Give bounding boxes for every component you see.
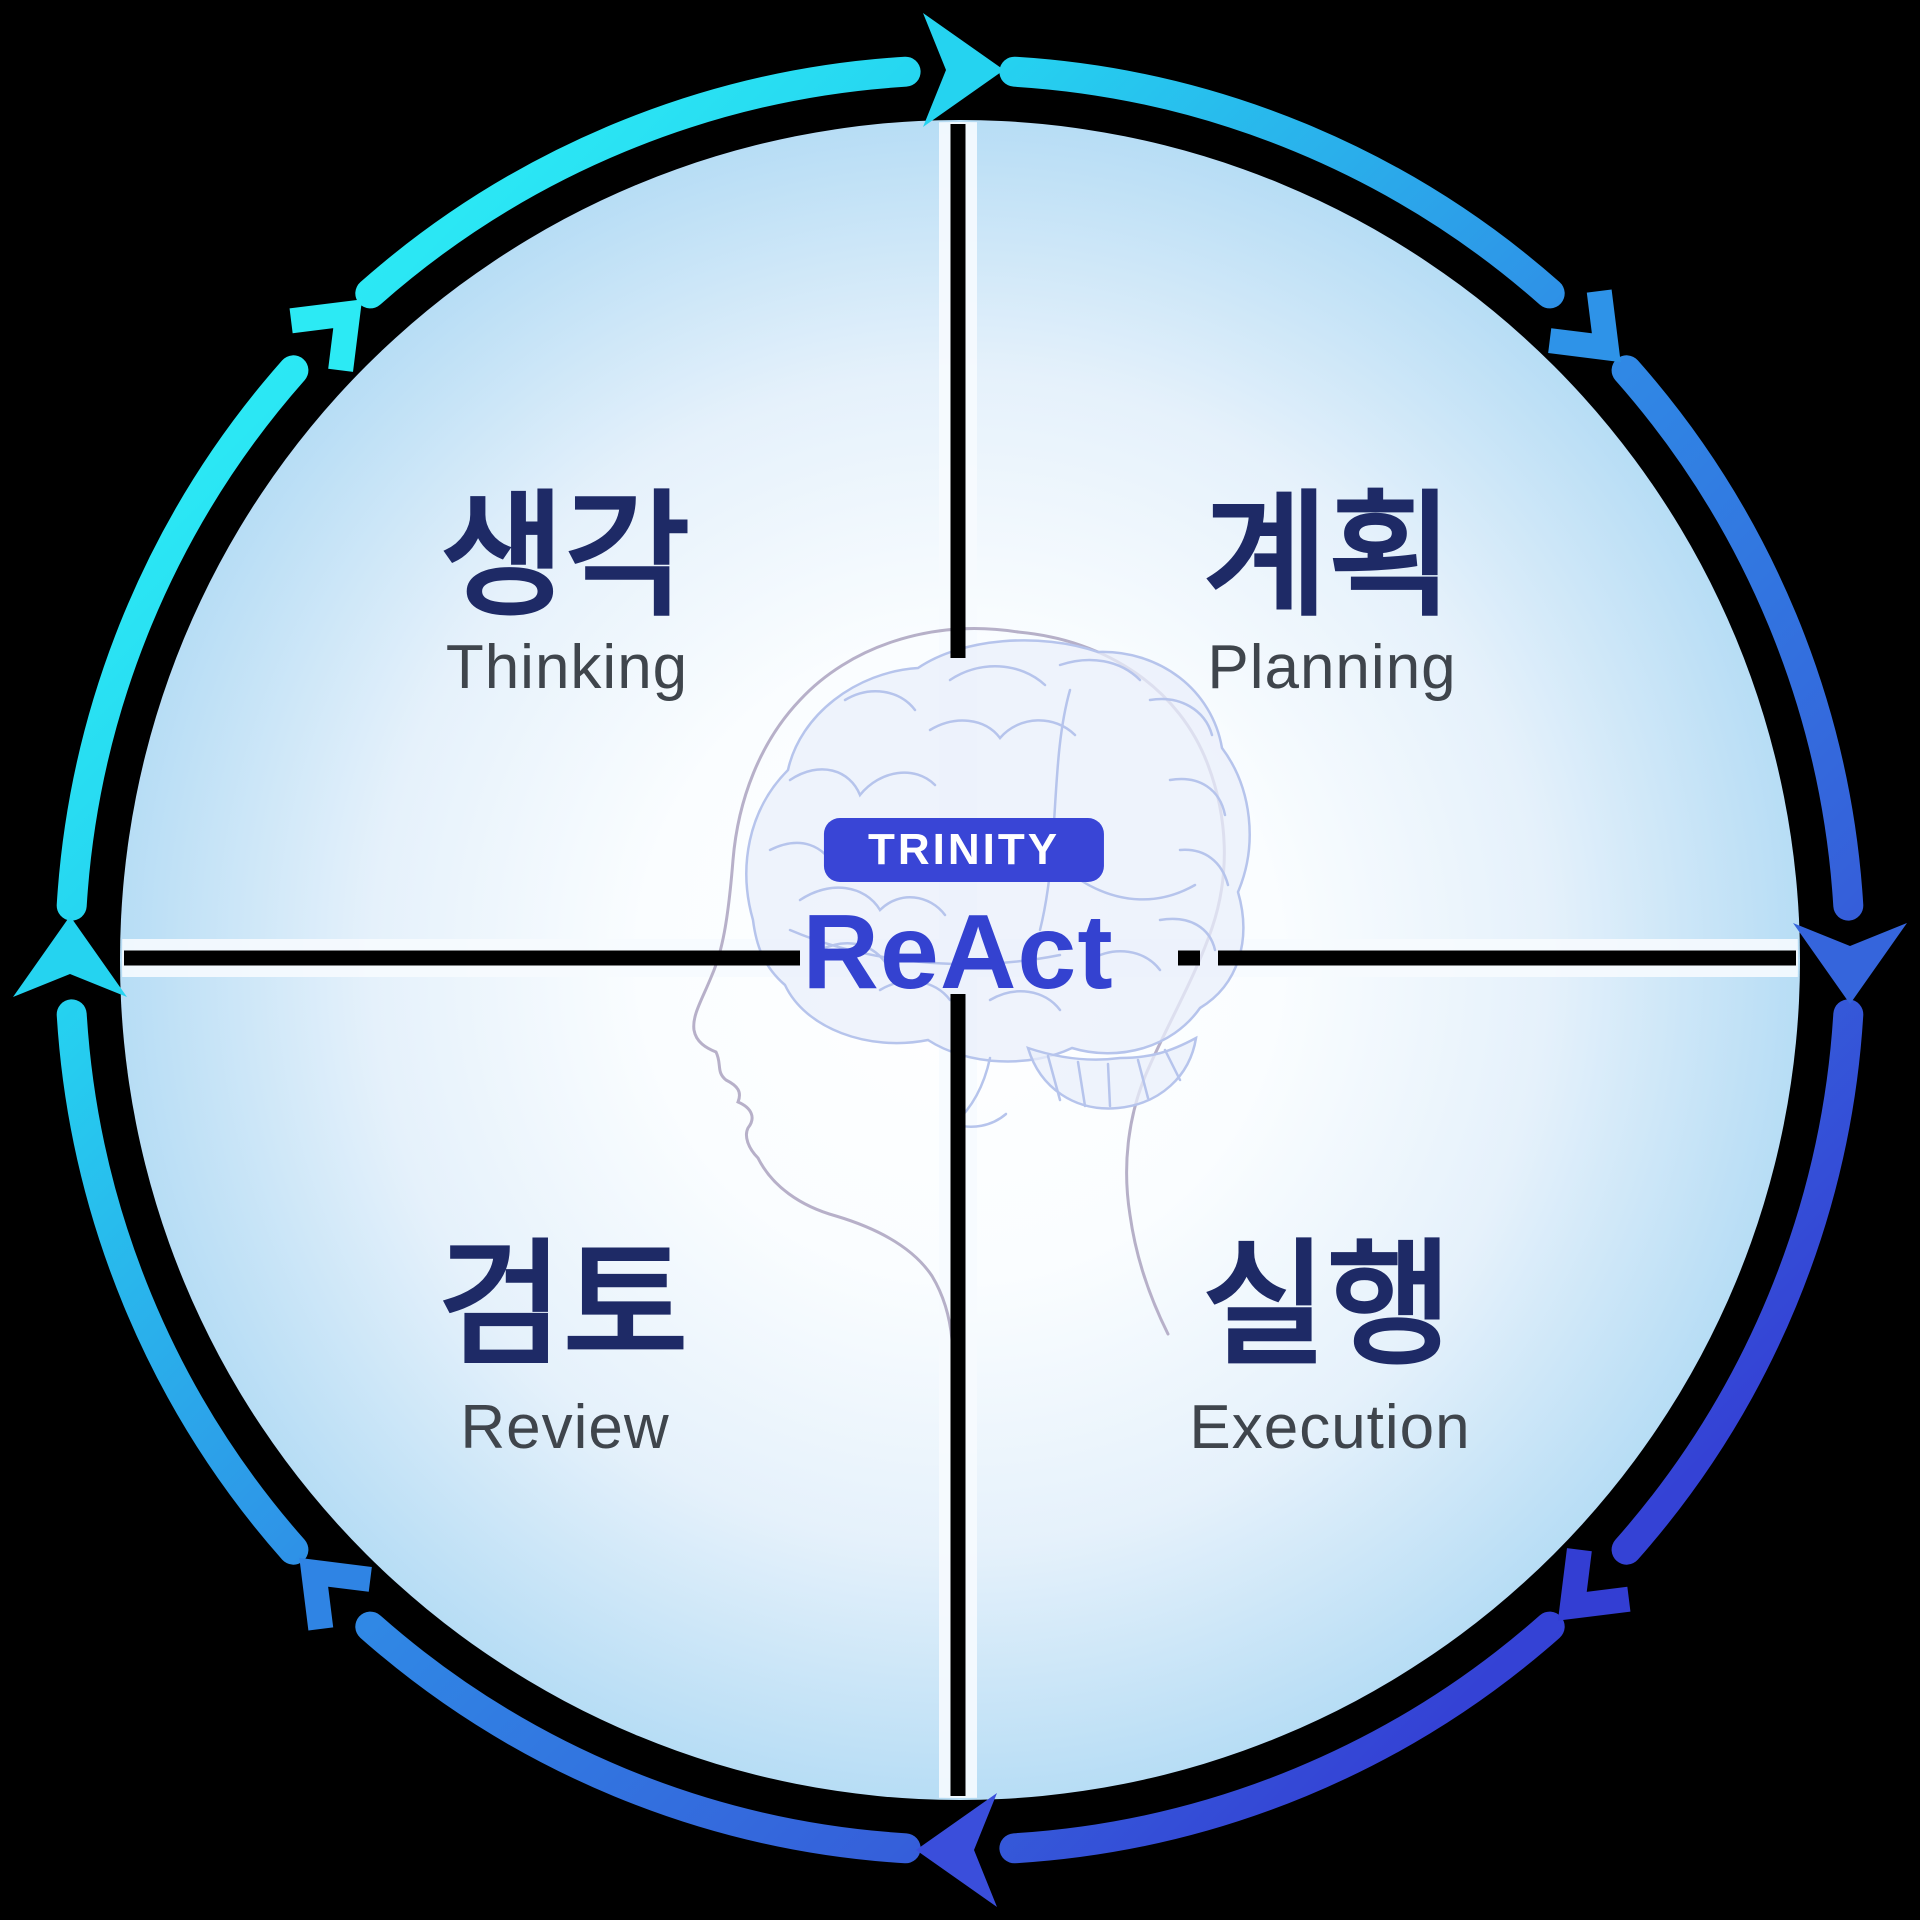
arrowhead-south-icon [916,1793,997,1907]
arrowhead-northwest-icon [289,299,363,372]
divider-lines [124,124,1796,1796]
arrowhead-northeast-icon [1548,289,1621,363]
ring-arc-nw-n [355,56,921,309]
ring-arc-w-nw [56,355,309,921]
arrowhead-west-icon [13,916,127,997]
ring-arc-ne-e [1611,355,1864,921]
cycle-arrowheads [13,13,1907,1907]
arrowhead-east-icon [1793,923,1907,1004]
arrowhead-north-icon [923,13,1004,127]
ring-arc-sw-w [56,999,309,1565]
cycle-ring [56,56,1864,1864]
ring-arc-se-s [999,1611,1565,1864]
arrowhead-southwest-icon [299,1557,372,1631]
ring-arc-n-ne [999,56,1565,309]
ring-arc-s-sw [355,1611,921,1864]
ring-arc-e-se [1611,999,1864,1565]
arrowhead-southeast-icon [1557,1548,1631,1621]
